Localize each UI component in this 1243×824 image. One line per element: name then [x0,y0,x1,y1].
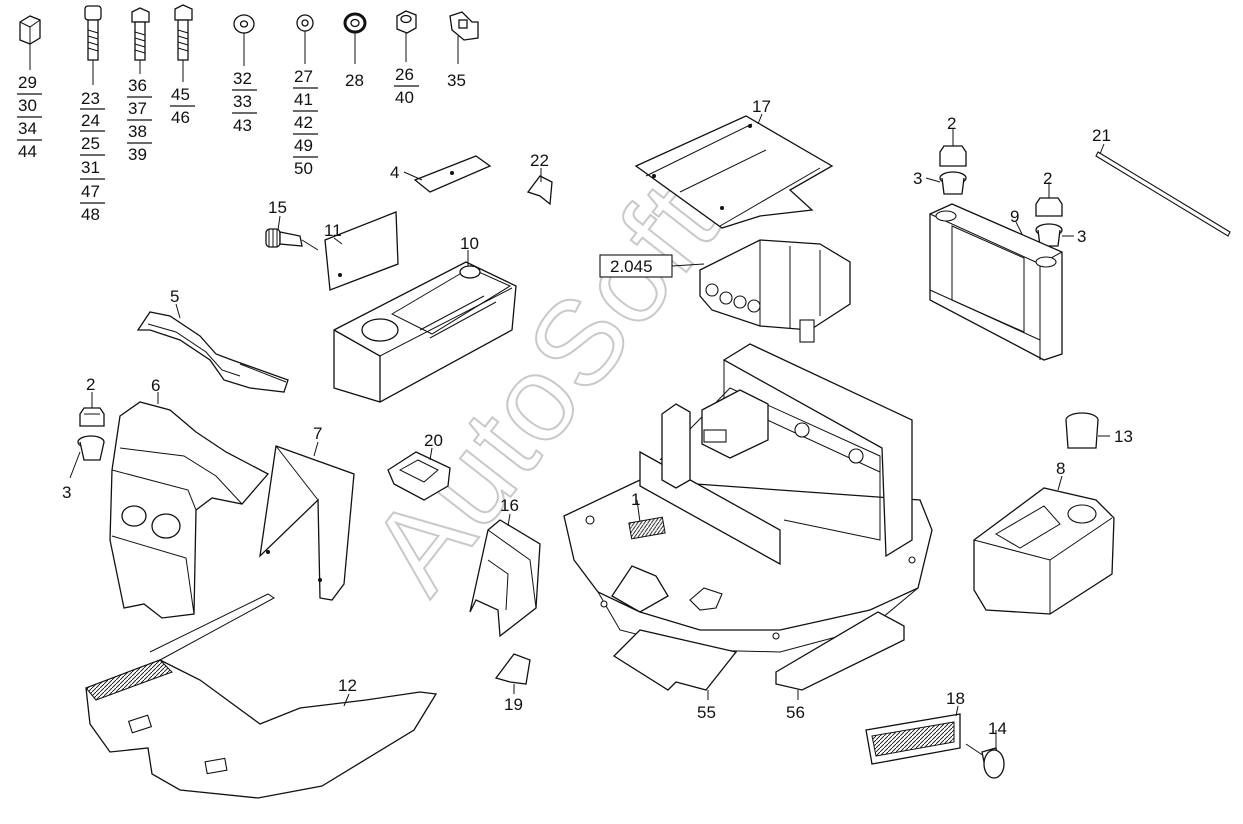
part-16-support[interactable]: 16 [469,496,541,638]
label-33: 33 [233,92,252,111]
label-27: 27 [294,67,313,86]
label-42: 42 [294,113,313,132]
label-44: 44 [18,142,37,161]
callout-21: 21 [1092,126,1111,145]
callout-56: 56 [786,703,805,722]
label-29: 29 [18,73,37,92]
part-14-knob[interactable]: 14 [965,719,1007,779]
part-19-bracket[interactable]: 19 [494,653,531,714]
part-15-knob[interactable]: 15 [265,198,319,251]
fastener-ring-28[interactable]: 28 [343,12,367,90]
callout-3-right: 3 [1077,227,1086,246]
label-24: 24 [81,111,100,130]
label-40: 40 [395,88,414,107]
part-3-ring-right[interactable]: 3 [1035,223,1086,247]
callout-22: 22 [530,151,549,170]
part-3-ring-left[interactable]: 3 [62,435,105,502]
label-25: 25 [81,134,100,153]
callout-3-right-top: 3 [913,169,922,188]
part-3-ring-right-top[interactable]: 3 [913,169,967,195]
label-37: 37 [128,99,147,118]
fastener-nut-26[interactable]: 26 40 [394,10,419,107]
callout-9: 9 [1010,207,1019,226]
label-50: 50 [294,159,313,178]
label-35: 35 [447,71,466,90]
label-47: 47 [81,182,100,201]
assembly-2045[interactable]: 2.045 [599,239,851,343]
part-18-grille[interactable]: 18 [865,689,965,765]
fastener-washer-32[interactable]: 32 33 43 [232,14,257,135]
callout-7: 7 [313,424,322,443]
callout-19: 19 [504,695,523,714]
callout-2-right-top: 2 [947,114,956,133]
fastener-bolt-36[interactable]: 36 37 38 39 [127,7,152,164]
label-30: 30 [18,96,37,115]
part-13-cup[interactable]: 13 [1065,412,1133,449]
label-49: 49 [294,136,313,155]
part-2-cap-right-top[interactable]: 2 [939,114,967,167]
label-43: 43 [233,116,252,135]
part-17-cover-plate[interactable]: 17 [634,97,834,229]
callout-5: 5 [170,287,179,306]
callout-13: 13 [1114,427,1133,446]
callout-55: 55 [697,703,716,722]
part-12-floor-mat[interactable]: 12 [85,593,438,799]
label-39: 39 [128,145,147,164]
callout-15: 15 [268,198,287,217]
fastener-washer-27[interactable]: 27 41 42 49 50 [293,14,318,178]
callout-2-right: 2 [1043,169,1052,188]
callout-1: 1 [631,490,640,509]
label-34: 34 [18,119,37,138]
part-6-console[interactable]: 6 [109,376,270,619]
part-2-cap-left[interactable]: 2 [79,375,105,427]
fastener-clip-35[interactable]: 35 [447,11,479,90]
callout-14: 14 [988,719,1007,738]
part-7-panel[interactable]: 7 [259,424,355,601]
callout-18: 18 [946,689,965,708]
callout-8: 8 [1056,459,1065,478]
main-frame[interactable]: 1 [563,343,933,653]
label-46: 46 [171,108,190,127]
part-5-handle[interactable]: 5 [136,287,289,393]
label-48: 48 [81,205,100,224]
label-36: 36 [128,76,147,95]
fastener-bolt-23[interactable]: 23 24 25 31 47 48 [80,5,105,224]
part-2-cap-right[interactable]: 2 [1035,169,1063,217]
label-31: 31 [81,158,100,177]
label-32: 32 [233,69,252,88]
callout-16: 16 [500,496,519,515]
part-20-bracket[interactable]: 20 [387,431,451,501]
callout-12: 12 [338,676,357,695]
part-4-plate[interactable]: 4 [390,155,492,193]
part-11-label-plate[interactable]: 11 [324,211,399,291]
part-56-plate[interactable]: 56 [775,611,905,722]
label-38: 38 [128,122,147,141]
label-45: 45 [171,85,190,104]
callout-20: 20 [424,431,443,450]
part-21-rod[interactable]: 21 [1092,126,1231,237]
label-28: 28 [345,71,364,90]
part-10-tray[interactable]: 10 [333,234,517,403]
part-55-plate[interactable]: 55 [612,629,738,722]
reference-box-label: 2.045 [610,257,653,276]
label-26: 26 [395,65,414,84]
fastener-nut-29[interactable]: 29 30 34 44 [17,15,42,161]
callout-3-left: 3 [62,483,71,502]
callout-11: 11 [324,221,342,240]
callout-2-left: 2 [86,375,95,394]
part-22-clip[interactable]: 22 [526,151,553,206]
label-23: 23 [81,89,100,108]
callout-10: 10 [460,234,479,253]
callout-17: 17 [752,97,771,116]
fastener-bolt-45[interactable]: 45 46 [170,4,195,127]
part-9-radiator[interactable]: 9 [929,203,1063,361]
label-41: 41 [294,90,313,109]
callout-4: 4 [390,163,399,182]
part-8-tank[interactable]: 8 [973,459,1115,615]
callout-6: 6 [151,376,160,395]
